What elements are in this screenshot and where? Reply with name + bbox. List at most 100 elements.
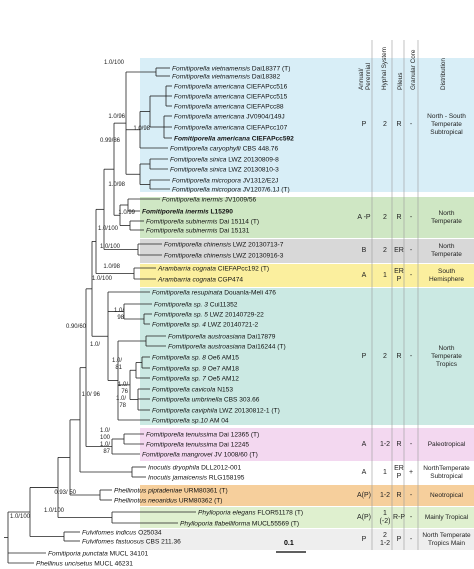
taxon-label: Fomitiporella austroasiana Dai17879: [168, 334, 276, 341]
taxon-genus: Fomitiporella: [174, 104, 214, 111]
taxon-label: Phylloporia elegans FLOR51178 (T): [198, 510, 303, 517]
support-value: 1.0/100: [100, 244, 121, 250]
clade-distribution: Neotropical: [430, 491, 463, 499]
taxon-label: Fulvifomes fastuosus CBS 211.36: [82, 539, 181, 546]
taxon-genus: Phellinotus: [114, 488, 148, 495]
clade-distribution: North Temperate: [431, 209, 462, 225]
taxon-label: Fomitiporella subinermis Dai 15114 (T): [146, 219, 259, 226]
scale-bar-label: 0.1: [284, 540, 294, 547]
support-value: 1.0/98: [103, 264, 120, 270]
taxon-voucher: LWZ 20140729-22: [210, 312, 264, 319]
taxon-genus: Fomitiporella: [174, 136, 217, 143]
header-granular-core: Granular Core: [410, 49, 417, 91]
taxon-label: Arambarria cognata CGP474: [157, 277, 243, 284]
trait-hyphal: 2: [383, 352, 387, 360]
taxon-epithet: elegans: [232, 510, 257, 517]
taxon-epithet: piptadeniae: [147, 488, 184, 495]
taxon-voucher: Dai17879: [247, 334, 276, 341]
taxon-label: Fomitiporella sp. 8 Oe6 AM15: [152, 355, 239, 362]
taxon-genus: Fomitiporella: [146, 228, 186, 235]
support-value: 1.0/: [112, 358, 122, 364]
taxon-epithet: americana: [214, 84, 247, 91]
taxon-genus: Fomitiporella: [152, 366, 192, 373]
clade-band: [140, 507, 474, 528]
taxon-label: Fomitiporella tenuissima Dai 12245: [146, 442, 249, 449]
taxon-epithet: flabelliforma: [214, 521, 251, 528]
support-value: 0.93/ 50: [54, 490, 76, 496]
support-value: 87: [103, 449, 110, 455]
taxon-epithet: sinica: [210, 167, 229, 174]
taxon-genus: Fomitiporella: [172, 66, 212, 73]
trait-hyphal: 2 1-2: [379, 531, 391, 547]
taxon-voucher: FLOR51178 (T): [257, 510, 303, 517]
trait-pileus: R: [396, 121, 402, 128]
taxon-label: Phellinus uncisetus MUCL 46231: [36, 561, 133, 568]
taxon-voucher: Dai18377 (T): [252, 66, 290, 73]
taxon-genus: Fomitiporella: [152, 355, 192, 362]
taxon-label: Fulvifomes indicus O25034: [82, 530, 162, 537]
taxon-voucher: CBS 211.36: [146, 539, 181, 546]
taxon-epithet: resupinata: [192, 290, 225, 297]
taxon-genus: Phellinotus: [114, 498, 148, 505]
taxon-genus: Fomitiporella: [146, 442, 186, 449]
trait-annual: B: [361, 247, 367, 254]
clade-distribution: North Temperate Tropics Main: [422, 531, 471, 547]
trait-annual: P: [361, 535, 367, 543]
taxon-epithet: americana: [214, 125, 247, 132]
trait-annual: A: [361, 440, 367, 448]
taxon-genus: Fomitiporella: [162, 197, 202, 204]
trait-granular: -: [409, 247, 413, 254]
taxon-voucher: Cui11352: [210, 302, 238, 309]
taxon-voucher: N153: [217, 387, 233, 394]
taxon-genus: Fomitiporella: [152, 376, 192, 383]
taxon-genus: Fomitiporella: [142, 209, 185, 216]
taxon-voucher: Dai 12365 (T): [219, 432, 259, 439]
taxon-genus: Fomitiporella: [164, 242, 204, 249]
taxon-label: Fomitiporella americana CIEFAPcc516: [174, 84, 288, 91]
taxon-label: Fomitiporella americana JV0904/149J: [174, 114, 285, 121]
taxon-epithet: sp. 7: [192, 376, 208, 383]
trait-pileus: R: [396, 491, 402, 499]
trait-granular: +: [408, 469, 414, 476]
taxon-label: Fomitiporella vietnamensis Dai18382: [172, 74, 280, 81]
support-value: 1.0/: [100, 428, 110, 434]
trait-granular: -: [409, 513, 413, 521]
taxon-epithet: cognata: [192, 277, 217, 284]
taxon-voucher: CBS 448.76: [243, 146, 279, 153]
support-value: 78: [119, 403, 126, 409]
header-distribution: Distribution: [440, 58, 447, 90]
clade-band: [140, 462, 474, 484]
taxon-genus: Fomitiporella: [154, 312, 194, 319]
trait-pileus: ER: [394, 247, 404, 254]
trait-hyphal: 1: [383, 271, 387, 279]
support-value: 1.0/99: [118, 210, 135, 216]
trait-pileus: R: [396, 440, 402, 448]
taxon-voucher: CIEFAPcc192 (T): [218, 266, 269, 273]
support-value: 1.0/: [116, 396, 126, 402]
support-value: 76: [121, 389, 128, 395]
taxon-genus: Phylloporia: [180, 521, 214, 528]
taxon-voucher: Oe7 AM18: [208, 366, 239, 373]
header-pileus: Pileus: [397, 72, 404, 90]
trait-granular: -: [409, 535, 413, 543]
support-value: 1.0/ 96: [82, 392, 101, 398]
taxon-genus: Fomitiporia: [48, 551, 82, 558]
trait-granular: -: [409, 440, 413, 448]
taxon-genus: Fomitiporella: [154, 302, 194, 309]
taxon-label: Fomitiporella inermis L15290: [142, 209, 233, 216]
trait-annual: A(P): [357, 491, 371, 499]
trait-annual: A -P: [357, 213, 371, 221]
taxon-genus: Fulvifomes: [82, 530, 116, 537]
taxon-epithet: micropora: [212, 187, 243, 194]
taxon-epithet: dryophila: [173, 465, 202, 472]
taxon-epithet: subinermis: [186, 228, 220, 235]
taxon-voucher: URM80362 (T): [179, 498, 223, 505]
taxon-label: Fomitiporia punctata MUCL 34101: [48, 551, 149, 558]
clade-distribution: South Hemisphere: [428, 267, 465, 283]
clade-distribution: Mainly Tropical: [424, 513, 469, 521]
support-value: 1.0/98: [133, 126, 150, 132]
taxon-epithet: chinensis: [204, 242, 233, 249]
trait-hyphal: 1-2: [379, 440, 391, 448]
